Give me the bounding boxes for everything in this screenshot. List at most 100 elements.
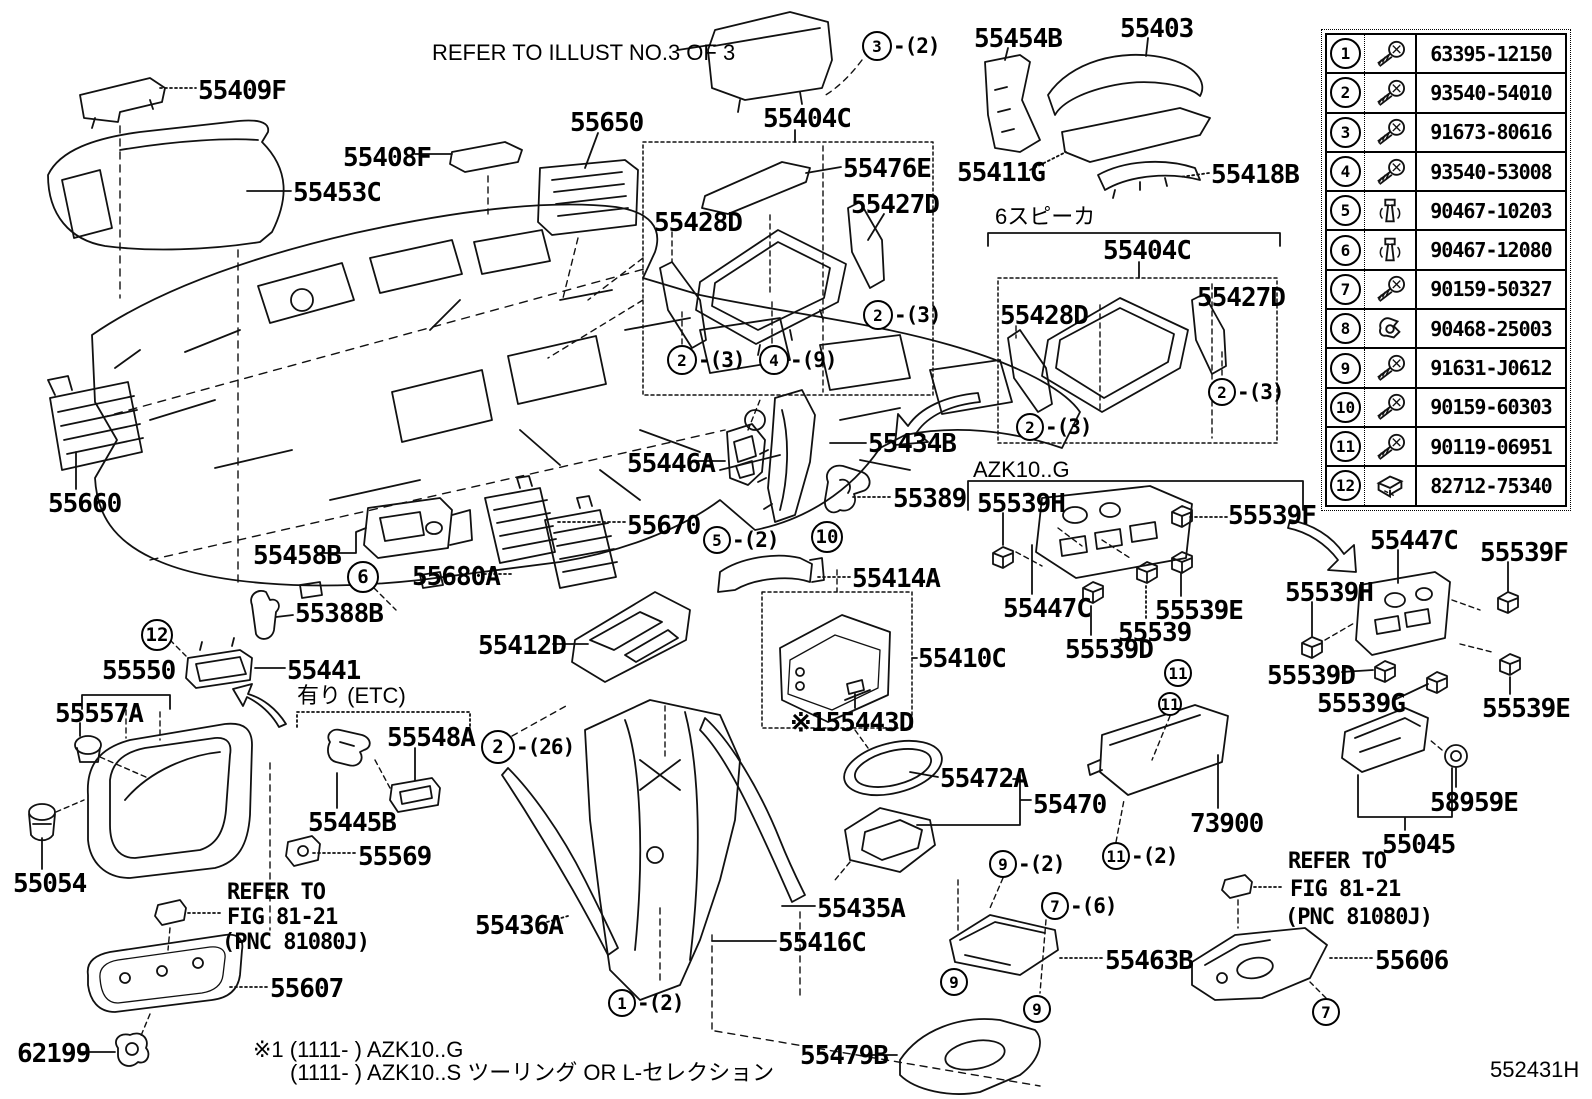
part-label-55660: 55660	[48, 489, 122, 519]
callout-quantity: -(2)	[732, 528, 780, 552]
callout-number: 9	[989, 850, 1017, 878]
part-label-55418B: 55418B	[1211, 160, 1300, 190]
text-FIG8121: FIG 81-21	[1290, 877, 1401, 902]
part-label-55435A: 55435A	[817, 894, 906, 924]
part-label-55428D: 55428D	[1000, 301, 1089, 331]
callout-2: 2-(3)	[1016, 413, 1093, 441]
part-label-58959E: 58959E	[1430, 788, 1519, 818]
callout-number: 11	[1158, 692, 1182, 716]
part-label-55453C: 55453C	[293, 178, 382, 208]
part-label-55539D: 55539D	[1065, 635, 1154, 665]
part-label-55539D: 55539D	[1267, 661, 1356, 691]
row-number-circle: 6	[1327, 231, 1365, 269]
callout-number: 7	[1041, 892, 1069, 920]
part-label-55054: 55054	[13, 869, 87, 899]
screw-icon	[1365, 270, 1417, 309]
callout-11: 11-(2)	[1102, 842, 1179, 870]
part-label-55436A: 55436A	[475, 911, 564, 941]
callout-9: 9	[1023, 995, 1051, 1023]
part-label-55476E: 55476E	[843, 154, 932, 184]
callout-quantity: -(3)	[1237, 380, 1285, 404]
part-number: 90159-60303	[1430, 395, 1552, 420]
part-label-55388B: 55388B	[295, 599, 384, 629]
part-label-55410C: 55410C	[918, 644, 1007, 674]
callout-number: 2	[481, 730, 515, 764]
part-label-73900: 73900	[1190, 809, 1264, 839]
part-label-55463B: 55463B	[1105, 946, 1194, 976]
part-label-55404C: 55404C	[763, 104, 852, 134]
part-label-55670: 55670	[627, 511, 701, 541]
callout-4: 4-(9)	[759, 345, 838, 375]
callout-quantity: -(2)	[893, 34, 941, 58]
callout-number: 2	[667, 345, 697, 375]
callout-number: 2	[1016, 413, 1044, 441]
part-number: 93540-53008	[1430, 159, 1552, 184]
part-number: 90119-06951	[1430, 434, 1552, 459]
callout-quantity: -(26)	[516, 735, 575, 759]
screw-icon	[1365, 349, 1417, 387]
part-label-55606: 55606	[1375, 946, 1449, 976]
part-label-55650: 55650	[570, 108, 644, 138]
callout-number: 11	[1102, 842, 1130, 870]
part-label-55441: 55441	[287, 656, 361, 686]
row-number-circle: 9	[1327, 349, 1365, 387]
text-PNC81080J: (PNC 81080J)	[222, 930, 370, 955]
part-label-55428D: 55428D	[654, 208, 743, 238]
callout-quantity: -(6)	[1070, 894, 1118, 918]
part-number: 63395-12150	[1430, 41, 1552, 66]
callout-number: 7	[1312, 998, 1340, 1026]
grommet-icon	[1365, 310, 1417, 348]
part-label-55539: 55539	[1118, 618, 1192, 648]
screw-icon	[1365, 152, 1417, 191]
callout-quantity: -(2)	[637, 991, 685, 1015]
part-label-55447C: 55447C	[1370, 526, 1459, 556]
callout-number: 2	[1208, 378, 1236, 406]
fastener-row-9: 9 91631-J0612	[1327, 349, 1565, 389]
part-number: 91673-80616	[1430, 120, 1552, 145]
screw-icon	[1365, 113, 1417, 151]
part-label-55470: 55470	[1033, 790, 1107, 820]
part-label-55539H: 55539H	[977, 489, 1066, 519]
lamp-icon	[1365, 467, 1417, 505]
callout-number: 6	[347, 561, 379, 593]
callout-9: 9	[940, 968, 968, 996]
part-label-55569: 55569	[358, 842, 432, 872]
row-number-circle: 7	[1327, 270, 1365, 309]
callout-5: 5-(2)	[703, 526, 780, 554]
callout-quantity: -(2)	[1131, 844, 1179, 868]
screw-icon	[1365, 74, 1417, 112]
clip-icon	[1365, 192, 1417, 230]
callout-2: 2-(26)	[481, 730, 575, 764]
part-number: 90467-12080	[1430, 238, 1552, 263]
part-number: 91631-J0612	[1430, 356, 1552, 381]
part-label-55607: 55607	[270, 974, 344, 1004]
clip-icon	[1365, 231, 1417, 269]
callout-quantity: -(3)	[894, 303, 942, 327]
part-label-55539E: 55539E	[1155, 596, 1244, 626]
part-label-55445B: 55445B	[308, 808, 397, 838]
callout-9: 9-(2)	[989, 850, 1066, 878]
part-number: 90159-50327	[1430, 277, 1552, 302]
part-label-55434B: 55434B	[868, 429, 957, 459]
callout-quantity: -(3)	[698, 348, 746, 372]
row-number-circle: 3	[1327, 113, 1365, 151]
part-label-55427D: 55427D	[851, 190, 940, 220]
part-label-55411G: 55411G	[957, 158, 1046, 188]
screw-icon	[1365, 35, 1417, 73]
part-label-55550: 55550	[102, 656, 176, 686]
part-label-62199: 62199	[17, 1039, 91, 1069]
callout-quantity: -(2)	[1018, 852, 1066, 876]
screw-icon	[1365, 427, 1417, 466]
callout-1: 1-(2)	[608, 989, 685, 1017]
callout-7: 7-(6)	[1041, 892, 1118, 920]
row-number-circle: 2	[1327, 74, 1365, 112]
part-label-55045: 55045	[1382, 830, 1456, 860]
